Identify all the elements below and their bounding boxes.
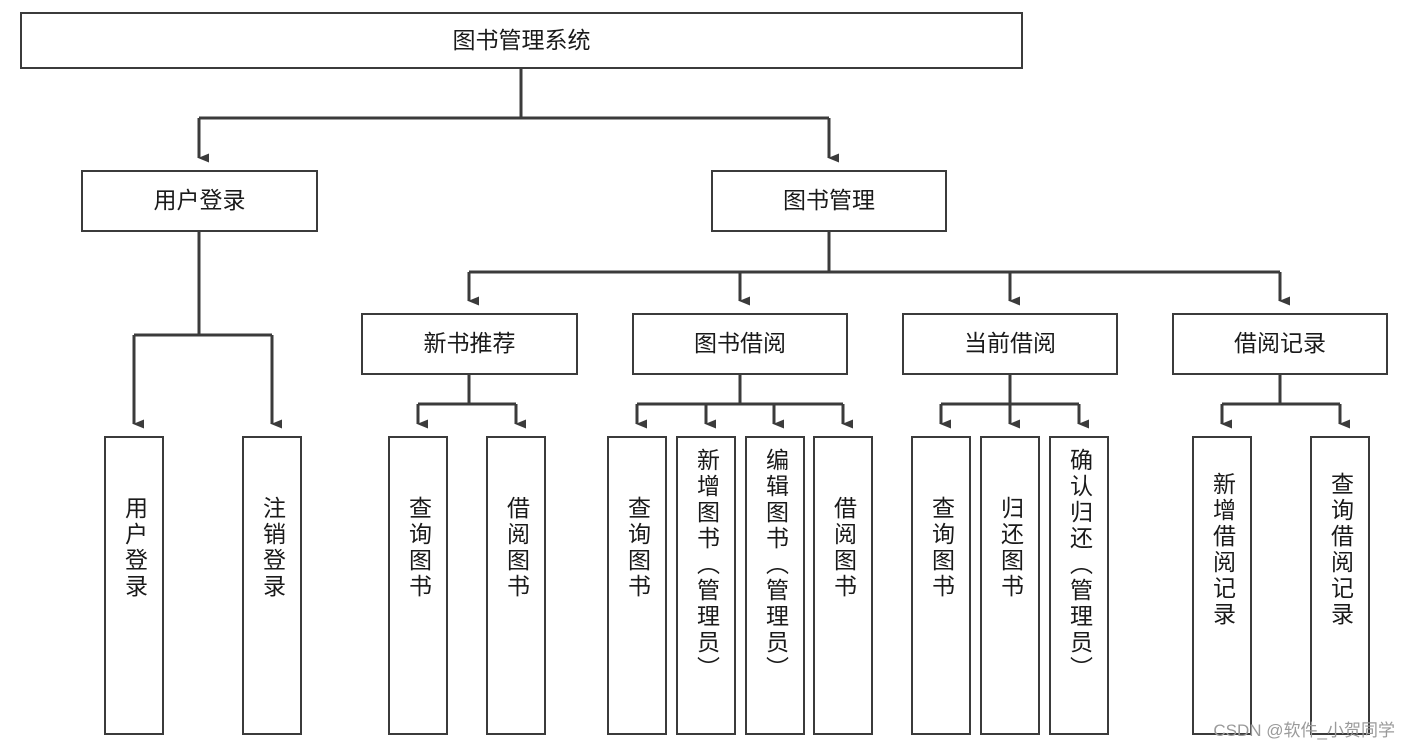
- node-leaf-borrow-book-2-label: 借阅图书: [830, 496, 857, 600]
- node-leaf-query-book-2-label: 查询图书: [624, 496, 651, 600]
- node-leaf-borrow-book-1[interactable]: 借阅图书: [486, 436, 546, 735]
- node-leaf-edit-book[interactable]: 编辑图书（管理员）: [745, 436, 805, 735]
- node-leaf-confirm-return[interactable]: 确认归还（管理员）: [1049, 436, 1109, 735]
- node-user-login-label: 用户登录: [153, 187, 246, 214]
- node-leaf-edit-book-label: 编辑图书（管理员）: [762, 448, 789, 682]
- watermark-text: CSDN @软件_小贺同学: [1213, 721, 1395, 740]
- node-current-borrow-label: 当前借阅: [964, 330, 1056, 357]
- node-leaf-query-record-label: 查询借阅记录: [1327, 472, 1354, 628]
- node-leaf-user-login[interactable]: 用户登录: [104, 436, 164, 735]
- node-borrow-record-label: 借阅记录: [1234, 330, 1326, 357]
- node-leaf-query-record[interactable]: 查询借阅记录: [1310, 436, 1370, 735]
- node-leaf-add-book[interactable]: 新增图书（管理员）: [676, 436, 736, 735]
- node-current-borrow[interactable]: 当前借阅: [902, 313, 1118, 375]
- node-root[interactable]: 图书管理系统: [20, 12, 1023, 69]
- node-leaf-query-book-3[interactable]: 查询图书: [911, 436, 971, 735]
- node-leaf-return-book[interactable]: 归还图书: [980, 436, 1040, 735]
- node-book-manage[interactable]: 图书管理: [711, 170, 947, 232]
- node-borrow-record[interactable]: 借阅记录: [1172, 313, 1388, 375]
- node-book-borrow[interactable]: 图书借阅: [632, 313, 848, 375]
- node-user-login[interactable]: 用户登录: [81, 170, 318, 232]
- node-leaf-logout-label: 注销登录: [259, 496, 286, 600]
- node-leaf-borrow-book-2[interactable]: 借阅图书: [813, 436, 873, 735]
- node-leaf-add-book-label: 新增图书（管理员）: [693, 448, 720, 682]
- node-book-borrow-label: 图书借阅: [694, 330, 786, 357]
- node-leaf-query-book-3-label: 查询图书: [928, 496, 955, 600]
- node-leaf-return-book-label: 归还图书: [997, 496, 1024, 600]
- node-leaf-query-book-1[interactable]: 查询图书: [388, 436, 448, 735]
- node-leaf-confirm-return-label: 确认归还（管理员）: [1066, 448, 1093, 682]
- node-book-manage-label: 图书管理: [783, 187, 875, 214]
- node-leaf-add-record-label: 新增借阅记录: [1209, 472, 1236, 628]
- node-leaf-borrow-book-1-label: 借阅图书: [503, 496, 530, 600]
- node-leaf-add-record[interactable]: 新增借阅记录: [1192, 436, 1252, 735]
- node-new-book-recommend-label: 新书推荐: [423, 330, 516, 357]
- node-leaf-query-book-2[interactable]: 查询图书: [607, 436, 667, 735]
- node-new-book-recommend[interactable]: 新书推荐: [361, 313, 578, 375]
- node-leaf-user-login-label: 用户登录: [121, 496, 148, 600]
- node-leaf-query-book-1-label: 查询图书: [405, 496, 432, 600]
- node-leaf-logout[interactable]: 注销登录: [242, 436, 302, 735]
- node-root-label: 图书管理系统: [452, 26, 591, 53]
